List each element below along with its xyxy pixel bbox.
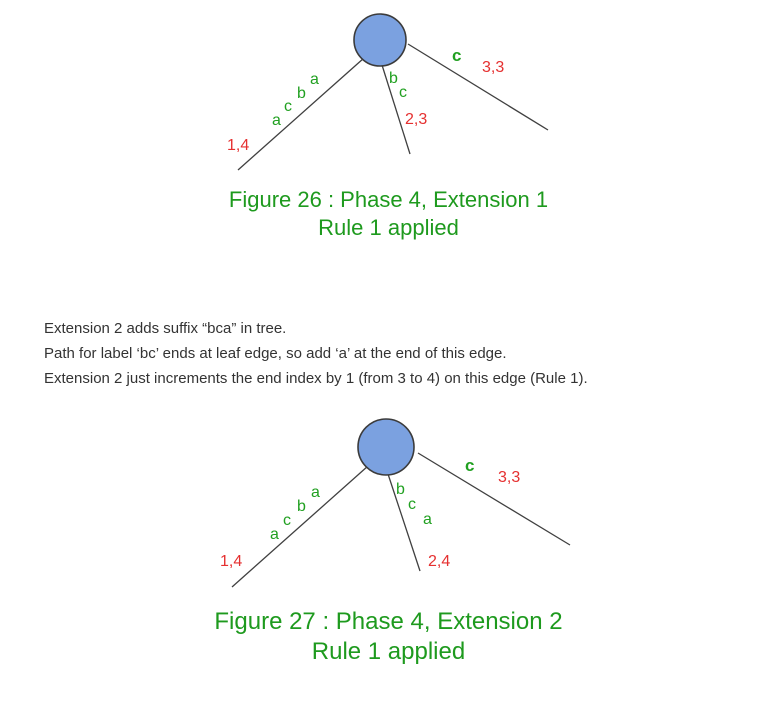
root-node [357, 418, 415, 476]
middle-edge-char-3: a [423, 511, 432, 528]
caption-line-1: Figure 26 : Phase 4, Extension 1 [228, 187, 549, 212]
paragraph-line-3: Extension 2 just increments the end inde… [44, 370, 588, 387]
caption-line-2: Rule 1 applied [318, 214, 459, 240]
middle-index-label: 2,3 [405, 111, 427, 128]
left-edge-char-1: a [270, 526, 279, 543]
left-edge-char-4: a [310, 71, 319, 88]
left-index-label: 1,4 [220, 553, 242, 570]
middle-edge-char-1: b [389, 70, 398, 87]
left-edge [237, 57, 365, 171]
suffix-tree-diagram-2: a c b a b c a c 1,4 2,4 3,3 [220, 418, 571, 588]
suffix-tree-diagram-1: a c b a b c c 1,4 2,3 3,3 [227, 13, 549, 171]
caption-line-2: Rule 1 applied [311, 638, 466, 665]
right-edge-char-1: c [465, 456, 474, 475]
explanation-paragraph: Extension 2 adds suffix “bca” in tree. P… [44, 316, 744, 391]
middle-edge-char-1: b [396, 481, 405, 498]
middle-edge-char-2: c [399, 84, 407, 101]
right-index-label: 3,3 [498, 469, 520, 486]
caption-line-1: Figure 27 : Phase 4, Extension 2 [214, 608, 563, 635]
right-edge-char-1: c [452, 46, 461, 65]
middle-edge-char-2: c [408, 496, 416, 513]
figure-27: a c b a b c a c 1,4 2,4 3,3 Figure 27 : … [0, 405, 777, 685]
paragraph-line-1: Extension 2 adds suffix “bca” in tree. [44, 320, 287, 337]
left-edge-char-2: c [284, 98, 292, 115]
figure-caption: Figure 26 : Phase 4, Extension 1 Rule 1 … [0, 186, 777, 241]
left-edge-char-2: c [283, 512, 291, 529]
middle-edge [381, 64, 411, 155]
left-edge-char-3: b [297, 85, 306, 102]
left-index-label: 1,4 [227, 137, 249, 154]
left-edge [231, 465, 369, 588]
left-edge-char-4: a [311, 484, 320, 501]
right-edge [417, 452, 571, 546]
figure-caption: Figure 27 : Phase 4, Extension 2 Rule 1 … [0, 607, 777, 667]
middle-index-label: 2,4 [428, 553, 450, 570]
right-index-label: 3,3 [482, 59, 504, 76]
middle-edge [387, 473, 421, 572]
left-edge-char-1: a [272, 112, 281, 129]
figure-26: a c b a b c c 1,4 2,3 3,3 Figure 26 : Ph… [0, 0, 777, 250]
right-edge [407, 43, 549, 131]
left-edge-char-3: b [297, 498, 306, 515]
paragraph-line-2: Path for label ‘bc’ ends at leaf edge, s… [44, 345, 507, 362]
root-node [353, 13, 407, 67]
